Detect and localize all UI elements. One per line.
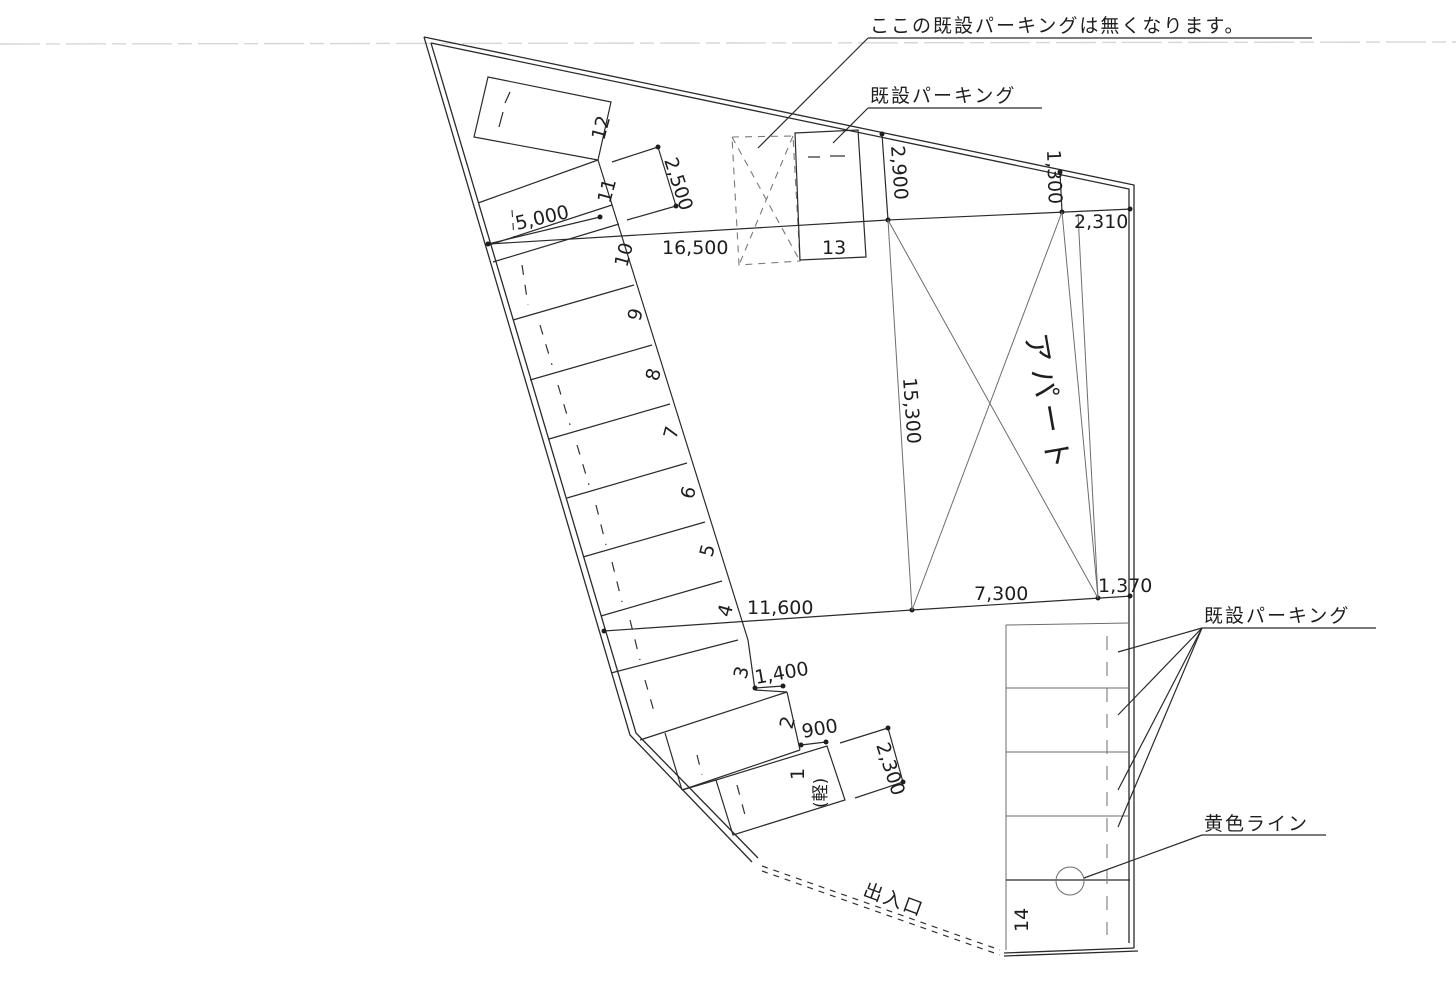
site-boundary xyxy=(423,36,1139,957)
parking-number-1: 1 xyxy=(787,768,809,780)
scan-border-line xyxy=(0,41,1456,45)
parking-space-12 xyxy=(473,76,612,161)
dim-2500: 2,500 xyxy=(659,155,697,214)
parking-row-lower xyxy=(639,689,846,836)
dim-5000: 5,000 xyxy=(513,201,571,235)
parking-number-7: 7 xyxy=(660,424,684,441)
parking-number-9: 9 xyxy=(624,306,648,323)
yellow-line-label: 黄色ライン xyxy=(1204,813,1309,835)
parking-space-13 xyxy=(794,129,867,261)
parking-row-left xyxy=(477,159,756,716)
removed-parking-space xyxy=(731,135,801,266)
dim-900: 900 xyxy=(800,715,840,743)
dim-7300: 7,300 xyxy=(974,583,1028,605)
existing-parking-right xyxy=(1005,622,1131,950)
leader-lines xyxy=(757,37,1376,879)
parking-number-11: 11 xyxy=(594,176,622,205)
dim-1370: 1,370 xyxy=(1098,575,1152,597)
dim-2900: 2,900 xyxy=(886,145,912,201)
entrance-label: 出入口 xyxy=(860,879,927,921)
parking-number-6: 6 xyxy=(677,484,701,501)
apartment-label: アパート xyxy=(1017,330,1076,477)
parking-note-1: (軽) xyxy=(811,778,831,808)
entrance-line xyxy=(761,865,1001,956)
dim-11600: 11,600 xyxy=(747,597,813,619)
apartment-footprint xyxy=(887,211,1099,611)
dim-16500: 16,500 xyxy=(662,237,728,259)
dim-15300: 15,300 xyxy=(898,377,925,445)
parking-number-4: 4 xyxy=(714,602,738,619)
parking-number-3: 3 xyxy=(730,664,754,681)
dim-2300: 2,300 xyxy=(871,740,909,799)
parking-number-8: 8 xyxy=(642,366,666,383)
dim-2310: 2,310 xyxy=(1074,211,1128,233)
existing-parking-label-right: 既設パーキング xyxy=(1204,605,1350,627)
parking-number-13: 13 xyxy=(822,237,846,259)
dim-1400: 1,400 xyxy=(753,658,810,689)
removed-parking-label: ここの既設パーキングは無くなります。 xyxy=(870,15,1246,37)
parking-number-14: 14 xyxy=(1011,908,1033,932)
parking-number-10: 10 xyxy=(611,240,639,269)
dim-1300: 1,300 xyxy=(1042,149,1066,204)
parking-number-12: 12 xyxy=(588,113,616,142)
parking-number-2: 2 xyxy=(776,714,800,731)
parking-number-5: 5 xyxy=(696,542,720,559)
existing-parking-label-top: 既設パーキング xyxy=(870,85,1016,107)
